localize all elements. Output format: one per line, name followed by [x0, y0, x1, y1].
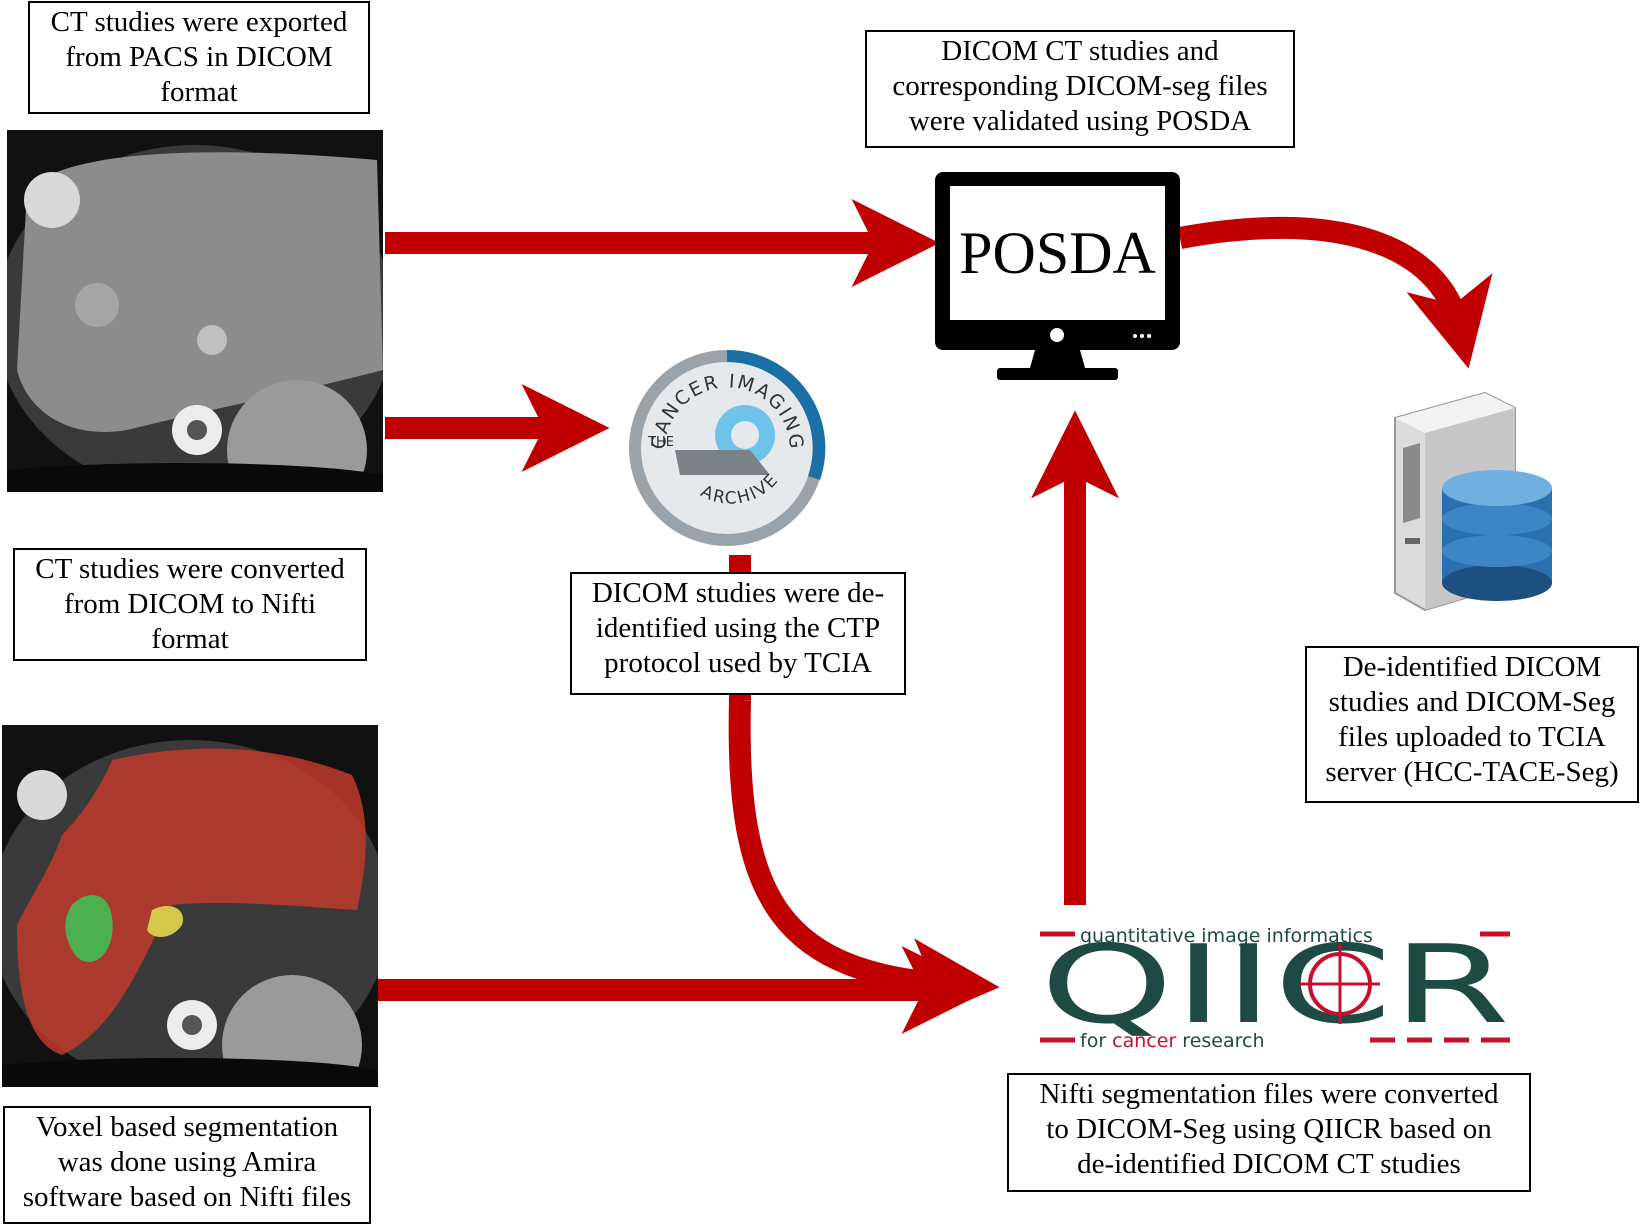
validate-step-box: DICOM CT studies and corresponding DICOM… — [865, 30, 1295, 148]
convert-line-2: from DICOM to Nifti — [63, 588, 317, 620]
deidentify-line-3: protocol used by TCIA — [604, 647, 872, 679]
upload-line-2: studies and DICOM-Seg — [1328, 686, 1616, 718]
qiicr-tagline: quantitative image informatics — [1080, 925, 1373, 947]
arrow-posda-to-server — [1177, 216, 1493, 369]
export-step-box: CT studies were exported from PACS in DI… — [28, 1, 370, 114]
ct-scan-image — [7, 130, 383, 492]
qiicr-wordmark: QIICR — [1040, 923, 1510, 1048]
server-database — [1375, 388, 1565, 613]
qiicr-bottom-suffix: research — [1176, 1030, 1264, 1052]
validate-line-3: were validated using POSDA — [908, 105, 1252, 137]
deidentify-line-1: DICOM studies were de- — [591, 577, 885, 609]
upload-step-box: De-identified DICOM studies and DICOM-Se… — [1305, 646, 1639, 803]
segmented-ct-drawing — [2, 725, 378, 1087]
upload-line-3: files uploaded to TCIA — [1338, 721, 1606, 753]
qiicr-logo: quantitative image informatics QIICR for… — [1035, 922, 1515, 1052]
export-line-2: from PACS in DICOM — [65, 41, 333, 73]
segment-line-2: was done using Amira — [57, 1146, 317, 1178]
posda-screen-text: POSDA — [959, 219, 1156, 286]
upload-line-1: De-identified DICOM — [1342, 651, 1602, 683]
qiicr-convert-step-box: Nifti segmentation files were converted … — [1007, 1073, 1531, 1192]
qiicr-bottom-prefix: for — [1080, 1030, 1112, 1052]
database-icon — [1442, 470, 1552, 601]
posda-monitor: POSDA — [935, 172, 1180, 382]
export-line-3: format — [160, 76, 238, 108]
segmented-ct-image — [2, 725, 378, 1087]
deidentify-step-box: DICOM studies were de- identified using … — [570, 572, 906, 695]
convert-step-box: CT studies were converted from DICOM to … — [13, 548, 367, 661]
qiicr-convert-line-2: to DICOM-Seg using QIICR based on — [1046, 1113, 1492, 1145]
svg-text:for cancer research: for cancer research — [1080, 1030, 1265, 1052]
qiicr-convert-line-3: de-identified DICOM CT studies — [1077, 1148, 1461, 1180]
validate-line-1: DICOM CT studies and — [941, 35, 1219, 67]
segment-line-3: software based on Nifti files — [22, 1181, 352, 1213]
tcia-logo-drawing: CANCER IMAGING ARCHIVE THE — [629, 349, 826, 546]
qiicr-convert-line-1: Nifti segmentation files were converted — [1039, 1078, 1499, 1110]
segment-step-box: Voxel based segmentation was done using … — [3, 1106, 371, 1224]
tcia-small-text: THE — [647, 435, 674, 450]
monitor-icon — [935, 172, 1180, 380]
convert-line-1: CT studies were converted — [35, 553, 345, 585]
deidentify-line-2: identified using the CTP — [595, 612, 881, 644]
convert-line-3: format — [151, 623, 229, 655]
ct-scan-drawing — [7, 130, 383, 492]
qiicr-bottom-highlight: cancer — [1112, 1030, 1176, 1052]
upload-line-4: server (HCC-TACE-Seg) — [1325, 756, 1619, 788]
export-line-1: CT studies were exported — [50, 6, 348, 38]
validate-line-2: corresponding DICOM-seg files — [892, 70, 1268, 102]
tcia-logo: CANCER IMAGING ARCHIVE THE — [620, 340, 835, 550]
segment-line-1: Voxel based segmentation — [35, 1111, 339, 1143]
qiicr-logo-drawing: quantitative image informatics QIICR for… — [1040, 923, 1510, 1052]
